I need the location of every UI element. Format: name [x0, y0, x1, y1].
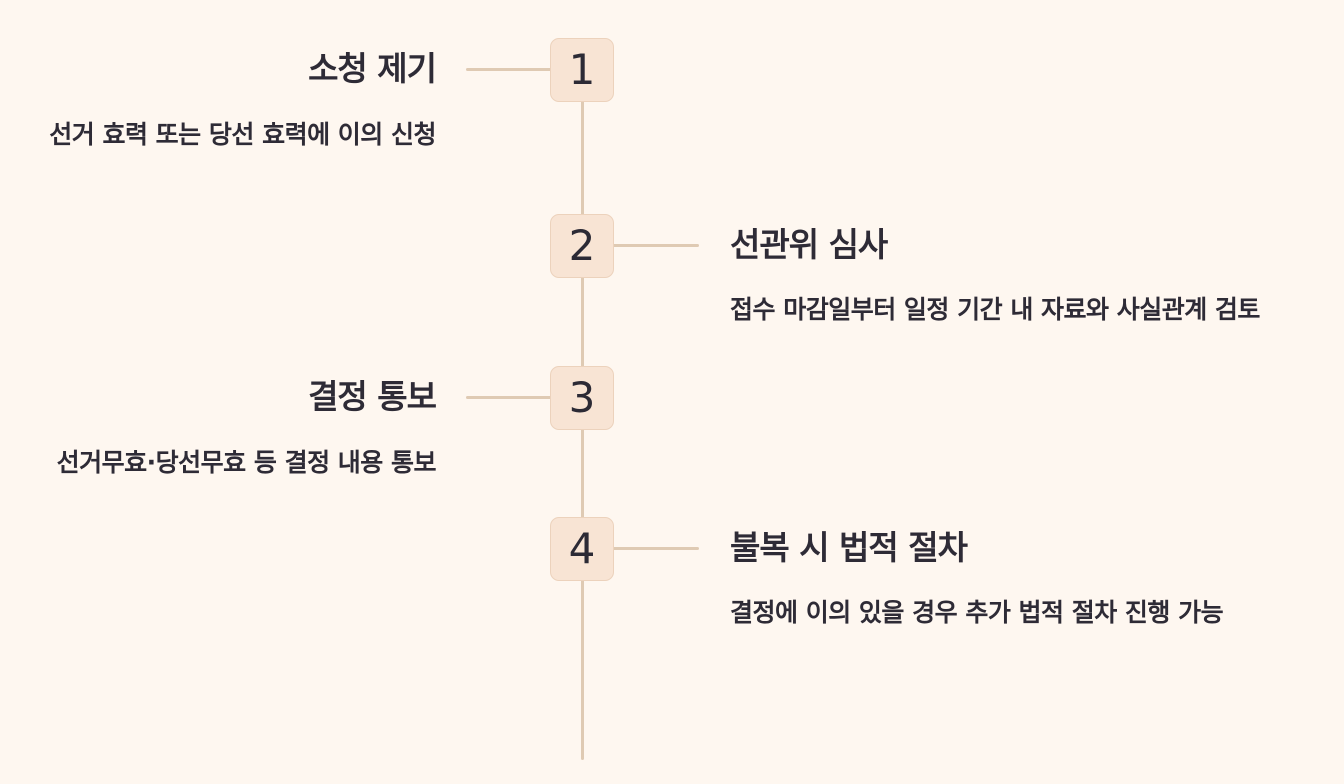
step-3-description: 선거무효·당선무효 등 결정 내용 통보: [56, 448, 437, 477]
step-4-title: 불복 시 법적 절차: [730, 528, 968, 567]
step-2-number-badge: 2: [550, 214, 614, 278]
step-1-description: 선거 효력 또는 당선 효력에 이의 신청: [49, 120, 436, 149]
step-4-connector: [612, 547, 699, 550]
step-1-connector: [466, 68, 552, 71]
step-2-title: 선관위 심사: [730, 225, 888, 264]
step-4-number-badge: 4: [550, 517, 614, 581]
step-2-description: 접수 마감일부터 일정 기간 내 자료와 사실관계 검토: [730, 295, 1260, 324]
step-1-number-badge: 1: [550, 38, 614, 102]
step-3-title: 결정 통보: [308, 377, 437, 416]
step-1-title: 소청 제기: [308, 49, 437, 88]
step-3-number-badge: 3: [550, 366, 614, 430]
step-3-connector: [466, 396, 552, 399]
step-4-description: 결정에 이의 있을 경우 추가 법적 절차 진행 가능: [730, 598, 1224, 627]
step-2-connector: [612, 244, 699, 247]
